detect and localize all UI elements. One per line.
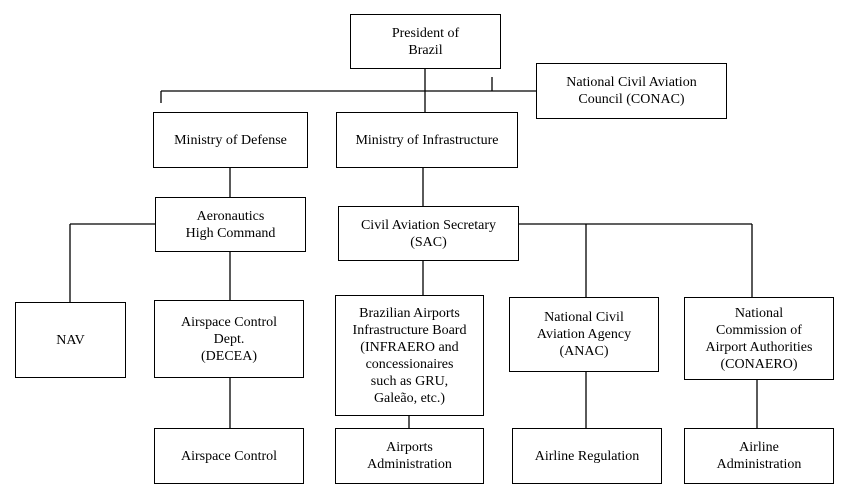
- node-president: President of Brazil: [350, 14, 501, 69]
- node-conaero: National Commission of Airport Authoriti…: [684, 297, 834, 380]
- node-sac: Civil Aviation Secretary (SAC): [338, 206, 519, 261]
- node-anac: National Civil Aviation Agency (ANAC): [509, 297, 659, 372]
- node-ministry-defense: Ministry of Defense: [153, 112, 308, 168]
- node-airports-administration: Airports Administration: [335, 428, 484, 484]
- node-airline-administration: Airline Administration: [684, 428, 834, 484]
- node-ministry-infrastructure: Ministry of Infrastructure: [336, 112, 518, 168]
- node-airline-regulation: Airline Regulation: [512, 428, 662, 484]
- node-decea: Airspace Control Dept. (DECEA): [154, 300, 304, 378]
- node-aeronautics-command: Aeronautics High Command: [155, 197, 306, 252]
- node-infraero: Brazilian Airports Infrastructure Board …: [335, 295, 484, 416]
- node-nav: NAV: [15, 302, 126, 378]
- node-airspace-control: Airspace Control: [154, 428, 304, 484]
- node-conac: National Civil Aviation Council (CONAC): [536, 63, 727, 119]
